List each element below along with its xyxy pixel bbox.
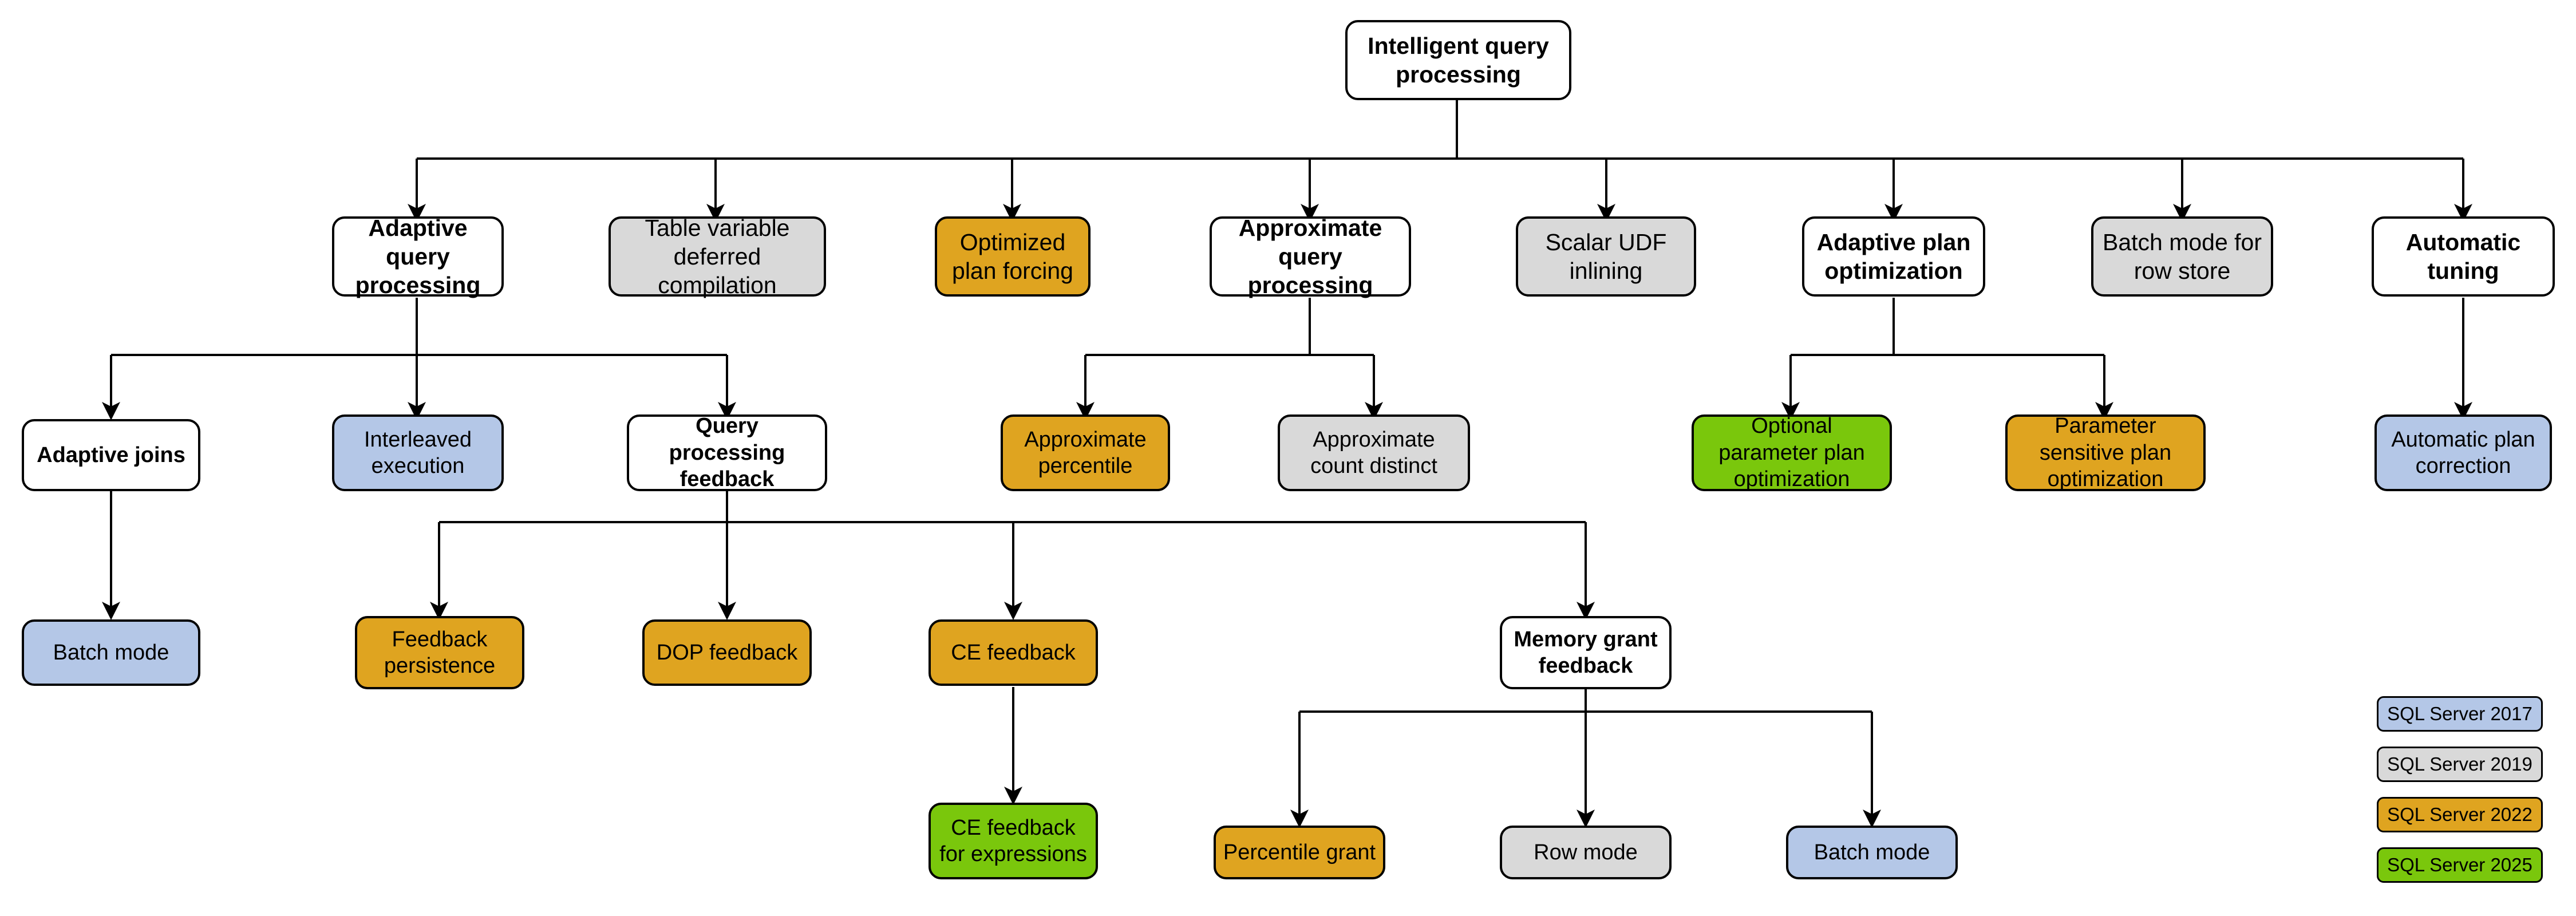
node-label: Table variable deferred compilation: [645, 214, 790, 299]
node-label: Adaptive query processing: [355, 214, 481, 299]
node-dop-feedback[interactable]: DOP feedback: [642, 619, 812, 686]
node-percentile-grant[interactable]: Percentile grant: [1214, 826, 1385, 879]
node-label: Memory grant feedback: [1514, 627, 1658, 678]
node-label: Feedback persistence: [384, 627, 496, 678]
node-scalar-udf-inlining[interactable]: Scalar UDF inlining: [1516, 216, 1696, 297]
legend-sql-server-2019[interactable]: SQL Server 2019: [2377, 747, 2543, 782]
node-label: CE feedback: [951, 640, 1076, 665]
node-approximate-percentile[interactable]: Approximate percentile: [1001, 414, 1170, 491]
node-interleaved-execution[interactable]: Interleaved execution: [332, 414, 504, 491]
node-batch-mode-for-row-store[interactable]: Batch mode for row store: [2091, 216, 2273, 297]
node-label: CE feedback for expressions: [939, 815, 1087, 866]
node-label: Batch mode: [1814, 840, 1930, 864]
node-table-variable-deferred-compilation[interactable]: Table variable deferred compilation: [609, 214, 826, 299]
node-memory-grant-feedback[interactable]: Memory grant feedback: [1500, 616, 1672, 689]
node-row-mode[interactable]: Row mode: [1500, 826, 1672, 879]
node-label: Automatic tuning: [2405, 228, 2521, 284]
node-label: Approximate percentile: [1024, 427, 1147, 478]
node-label: Intelligent query processing: [1368, 32, 1549, 88]
legend-label: SQL Server 2025: [2387, 854, 2532, 875]
node-ce-feedback-for-expressions[interactable]: CE feedback for expressions: [929, 803, 1098, 879]
node-label: Parameter sensitive plan optimization: [2039, 414, 2172, 492]
node-batch-mode-adaptive-joins[interactable]: Batch mode: [22, 619, 200, 686]
node-automatic-tuning[interactable]: Automatic tuning: [2372, 216, 2555, 297]
node-label: Row mode: [1534, 840, 1638, 864]
node-label: Percentile grant: [1223, 840, 1376, 864]
node-label: Automatic plan correction: [2391, 427, 2535, 478]
node-label: Scalar UDF inlining: [1545, 228, 1667, 284]
legend-sql-server-2025[interactable]: SQL Server 2025: [2377, 847, 2543, 883]
node-label: Adaptive joins: [37, 443, 185, 467]
node-approximate-count-distinct[interactable]: Approximate count distinct: [1278, 414, 1470, 491]
node-batch-mode-memory-grant[interactable]: Batch mode: [1786, 826, 1958, 879]
node-label: Approximate query processing: [1238, 214, 1382, 299]
node-approximate-query-processing[interactable]: Approximate query processing: [1210, 214, 1411, 299]
node-label: Optional parameter plan optimization: [1718, 414, 1865, 492]
node-label: Interleaved execution: [364, 427, 472, 478]
node-adaptive-plan-optimization[interactable]: Adaptive plan optimization: [1802, 216, 1985, 297]
legend-label: SQL Server 2017: [2387, 703, 2532, 724]
legend-sql-server-2017[interactable]: SQL Server 2017: [2377, 696, 2543, 732]
legend-sql-server-2022[interactable]: SQL Server 2022: [2377, 797, 2543, 832]
node-parameter-sensitive-plan-optimization[interactable]: Parameter sensitive plan optimization: [2005, 414, 2206, 491]
legend-label: SQL Server 2019: [2387, 753, 2532, 775]
node-optional-parameter-plan-optimization[interactable]: Optional parameter plan optimization: [1692, 414, 1892, 491]
legend-label: SQL Server 2022: [2387, 804, 2532, 825]
node-adaptive-query-processing[interactable]: Adaptive query processing: [332, 214, 504, 299]
node-label: Optimized plan forcing: [952, 228, 1073, 284]
node-adaptive-joins[interactable]: Adaptive joins: [22, 419, 200, 491]
node-label: Query processing feedback: [669, 414, 785, 492]
node-label: Batch mode: [53, 640, 169, 665]
node-label: DOP feedback: [656, 640, 798, 665]
node-intelligent-query-processing[interactable]: Intelligent query processing: [1345, 20, 1571, 100]
node-automatic-plan-correction[interactable]: Automatic plan correction: [2374, 414, 2552, 491]
node-feedback-persistence[interactable]: Feedback persistence: [355, 616, 524, 689]
node-label: Batch mode for row store: [2102, 228, 2262, 284]
node-query-processing-feedback[interactable]: Query processing feedback: [627, 414, 827, 491]
node-label: Approximate count distinct: [1310, 427, 1437, 478]
node-optimized-plan-forcing[interactable]: Optimized plan forcing: [935, 216, 1091, 297]
node-ce-feedback[interactable]: CE feedback: [929, 619, 1098, 686]
node-label: Adaptive plan optimization: [1816, 228, 1971, 284]
